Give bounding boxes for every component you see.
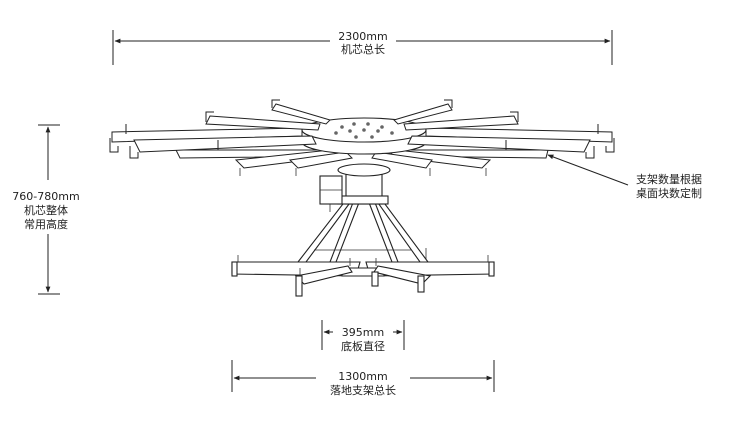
top-length-label: 机芯总长 [341,42,385,56]
mechanism-drawing [109,99,615,297]
height-label-1: 机芯整体 [24,203,68,217]
base-plate-value: 395mm [342,326,384,339]
bracket-note-line-1: 支架数量根据 [636,172,702,186]
floor-length-value: 1300mm [338,370,387,383]
central-column [319,163,391,212]
lower-arms [175,149,549,176]
height-value: 760-780mm [12,190,79,203]
height-dimension: 760-780mm 机芯整体 常用高度 [12,124,80,295]
upper-arms [111,103,613,153]
bracket-note-line-2: 桌面块数定制 [636,186,702,200]
arm-brackets [109,99,615,159]
top-length-dimension: 2300mm 机芯总长 [112,30,613,65]
floor-length-dimension: 1300mm 落地支架总长 [231,360,495,398]
base-plate-dimension: 395mm 底板直径 [321,320,405,356]
floor-length-label: 落地支架总长 [330,383,396,397]
bracket-note: 支架数量根据 桌面块数定制 [547,154,702,200]
floor-stand [231,248,495,297]
support-struts [296,199,430,263]
top-length-value: 2300mm [338,30,387,43]
height-label-2: 常用高度 [24,217,68,231]
base-plate-label: 底板直径 [341,339,385,353]
